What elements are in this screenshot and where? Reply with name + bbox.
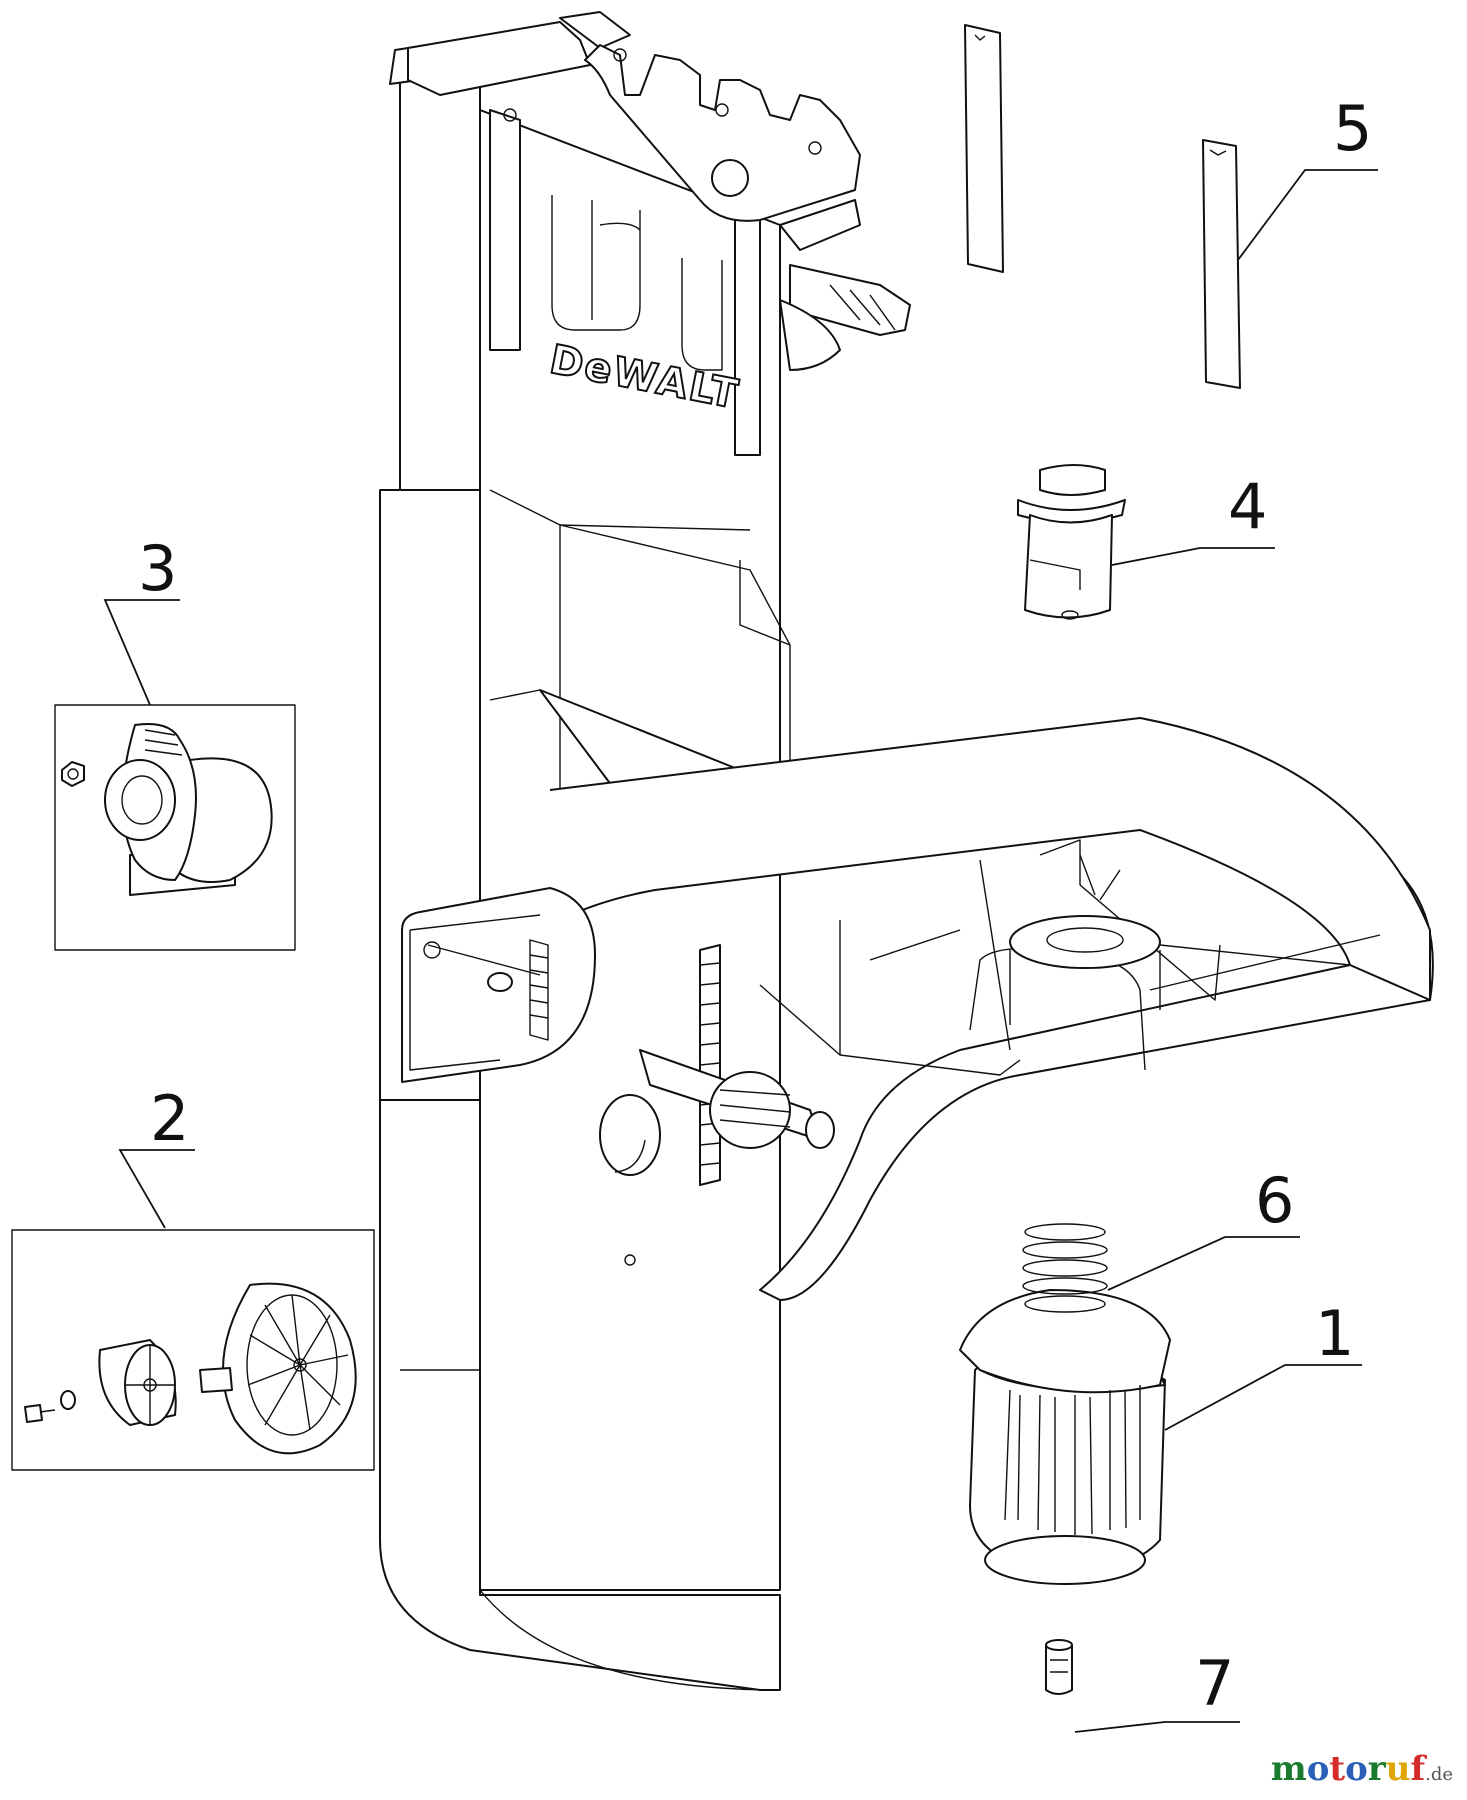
watermark-letter: o [1306,1749,1330,1789]
callout-leaders [103,169,1378,1733]
callout-5-label: 5 [1333,92,1372,165]
callout-2-label: 2 [150,1082,189,1155]
part-4-pin [1017,464,1126,620]
part-5-strips [964,24,1241,389]
part-3-lock [54,704,296,951]
watermark-letter: t [1329,1749,1346,1789]
watermark-letter: r [1367,1749,1386,1789]
part-1-knob [959,1289,1171,1585]
callout-1-label: 1 [1315,1297,1354,1370]
callout-4-label: 4 [1228,470,1267,543]
callout-3-label: 3 [138,532,177,605]
watermark-letter: u [1385,1749,1411,1789]
callout-7-label: 7 [1195,1647,1234,1720]
gear-window [401,887,835,1186]
watermark-tld: .de [1425,1764,1453,1785]
watermark-letter: m [1270,1749,1307,1789]
callout-6-label: 6 [1255,1164,1294,1237]
part-6-spring [1022,1223,1108,1313]
base-plate [549,717,1434,1301]
watermark-letter: f [1410,1749,1426,1789]
top-clamp-assembly [407,11,911,371]
watermark-logo: motoruf.de [1271,1752,1453,1786]
part-2-wheel [11,1229,375,1471]
watermark-letter: o [1345,1749,1368,1789]
part-7-screw [1045,1639,1073,1695]
